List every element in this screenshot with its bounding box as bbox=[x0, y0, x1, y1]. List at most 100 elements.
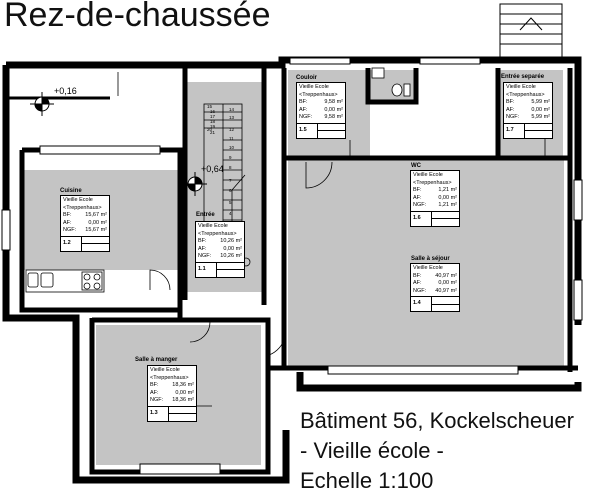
room-stamp-wc: Vieille Ecole <Treppenhaus> BF:1,21 m² A… bbox=[410, 170, 460, 227]
room-id: 1.2 bbox=[61, 236, 82, 251]
room-id: 1.4 bbox=[411, 297, 432, 312]
stamp-line: Vieille Ecole bbox=[299, 84, 329, 90]
sink-icon bbox=[40, 272, 54, 288]
af-value: 0,00 m² bbox=[223, 245, 242, 252]
stamp-line: <Treppenhaus> bbox=[198, 230, 237, 237]
room-name: Entrée bbox=[196, 212, 215, 218]
stamp-line: <Treppenhaus> bbox=[63, 204, 102, 211]
window bbox=[419, 57, 481, 65]
stair-step: 11 bbox=[229, 136, 234, 141]
doors bbox=[117, 72, 546, 407]
page-title: Rez-de-chaussée bbox=[4, 0, 271, 34]
stair-step: 12 bbox=[229, 127, 235, 132]
ngf-label: NGF: bbox=[63, 227, 77, 234]
stamp-line: Vieille Ecole bbox=[198, 223, 228, 229]
caption-scale: Echelle 1:100 bbox=[300, 468, 434, 493]
door-swing bbox=[305, 161, 333, 189]
room-id: 1.5 bbox=[297, 123, 318, 138]
toilet-icon bbox=[391, 83, 403, 97]
room-name: WC bbox=[411, 163, 421, 169]
af-value: 0,00 m² bbox=[438, 194, 457, 201]
room-name: Cuisine bbox=[60, 188, 82, 194]
stamp-line: Vieille Ecole bbox=[413, 172, 443, 178]
stamp-line: <Treppenhaus> bbox=[299, 91, 338, 98]
bf-label: BF: bbox=[198, 238, 207, 245]
af-label: AF: bbox=[413, 194, 422, 201]
level-center: +0,64 bbox=[201, 164, 224, 174]
ngf-value: 40,97 m² bbox=[435, 287, 457, 294]
room-stamp-cuisine: Vieille Ecole <Treppenhaus> BF:15,67 m² … bbox=[60, 195, 110, 252]
stair-step: 14 bbox=[229, 107, 235, 112]
stair-step: 18 bbox=[210, 119, 216, 124]
window bbox=[327, 365, 519, 375]
door-swing bbox=[265, 330, 285, 357]
room-id: 1.6 bbox=[411, 211, 432, 226]
ngf-label: NGF: bbox=[413, 287, 427, 294]
stair-step: 13 bbox=[229, 115, 235, 120]
window bbox=[289, 57, 351, 65]
stair-step: 9 bbox=[229, 155, 232, 160]
stamp-line: Vieille Ecole bbox=[63, 197, 93, 203]
bf-value: 18,36 m² bbox=[172, 382, 194, 389]
caption-building: Bâtiment 56, Kockelscheuer bbox=[300, 408, 574, 433]
sink-icon bbox=[27, 272, 39, 288]
bf-value: 1,21 m² bbox=[438, 187, 457, 194]
bf-value: 9,58 m² bbox=[324, 99, 343, 106]
af-label: AF: bbox=[63, 219, 72, 226]
bf-label: BF: bbox=[299, 99, 308, 106]
room-id: 1.1 bbox=[196, 262, 217, 277]
window bbox=[1, 209, 11, 251]
ngf-label: NGF: bbox=[413, 202, 427, 209]
window bbox=[139, 463, 221, 475]
door-swing bbox=[149, 269, 171, 291]
stair-step: 7 bbox=[229, 178, 232, 183]
ngf-label: NGF: bbox=[150, 397, 164, 404]
ngf-value: 5,99 m² bbox=[531, 114, 550, 121]
window bbox=[39, 145, 161, 155]
stamp-line: Vieille Ecole bbox=[413, 265, 443, 271]
room-stamp-couloir: Vieille Ecole <Treppenhaus> BF: 9,58 m² A… bbox=[296, 82, 346, 139]
af-value: 0,00 m² bbox=[88, 219, 107, 226]
room-name: Entrée separée bbox=[501, 74, 545, 80]
stair-step: 19 bbox=[210, 124, 216, 129]
af-value: 0,00 m² bbox=[438, 280, 457, 287]
bf-label: BF: bbox=[506, 99, 515, 106]
bf-label: BF: bbox=[150, 382, 159, 389]
ngf-value: 15,67 m² bbox=[85, 227, 107, 234]
stair-step: 16 bbox=[210, 109, 216, 114]
room-name: Salle à manger bbox=[135, 357, 178, 363]
af-label: AF: bbox=[506, 106, 515, 113]
bf-value: 10,26 m² bbox=[220, 238, 242, 245]
window bbox=[573, 179, 583, 221]
kitchen-fixtures bbox=[25, 269, 105, 293]
room-stamp-entree-separee: Vieille Ecole <Treppenhaus> BF:5,99 m² A… bbox=[503, 82, 553, 139]
room-stamp-entree: Vieille Ecole <Treppenhaus> BF:10,26 m² … bbox=[195, 221, 245, 278]
stair-step: 17 bbox=[210, 114, 216, 119]
bf-label: BF: bbox=[413, 272, 422, 279]
stamp-line: <Treppenhaus> bbox=[413, 179, 452, 186]
af-label: AF: bbox=[198, 245, 207, 252]
stamp-line: Vieille Ecole bbox=[506, 84, 536, 90]
room-id: 1.7 bbox=[504, 123, 525, 138]
level-markers bbox=[30, 92, 207, 196]
room-id: 1.3 bbox=[148, 406, 169, 421]
ngf-value: 1,21 m² bbox=[438, 202, 457, 209]
exterior-stair bbox=[499, 3, 563, 59]
level-left: +0,16 bbox=[54, 86, 77, 96]
af-label: AF: bbox=[413, 280, 422, 287]
af-label: AF: bbox=[299, 106, 308, 113]
room-fills bbox=[24, 70, 564, 465]
caption-subtitle: - Vieille école - bbox=[300, 438, 444, 463]
room-stamp-sejour: Vieille Ecole BF: 40,97 m² AF: 0,00 m² NGF… bbox=[410, 263, 460, 313]
af-label: AF: bbox=[150, 389, 159, 396]
ngf-value: 18,36 m² bbox=[172, 397, 194, 404]
stair-step: 21 bbox=[210, 130, 216, 135]
stair-step: 6 bbox=[229, 188, 232, 193]
stair-step: 8 bbox=[229, 165, 232, 170]
af-value: 0,00 m² bbox=[531, 106, 550, 113]
windows bbox=[1, 57, 583, 475]
stair-step: 4 bbox=[229, 211, 232, 216]
af-value: 0,00 m² bbox=[175, 389, 194, 396]
bf-value: 15,67 m² bbox=[85, 212, 107, 219]
stamp-line: <Treppenhaus> bbox=[150, 374, 189, 381]
